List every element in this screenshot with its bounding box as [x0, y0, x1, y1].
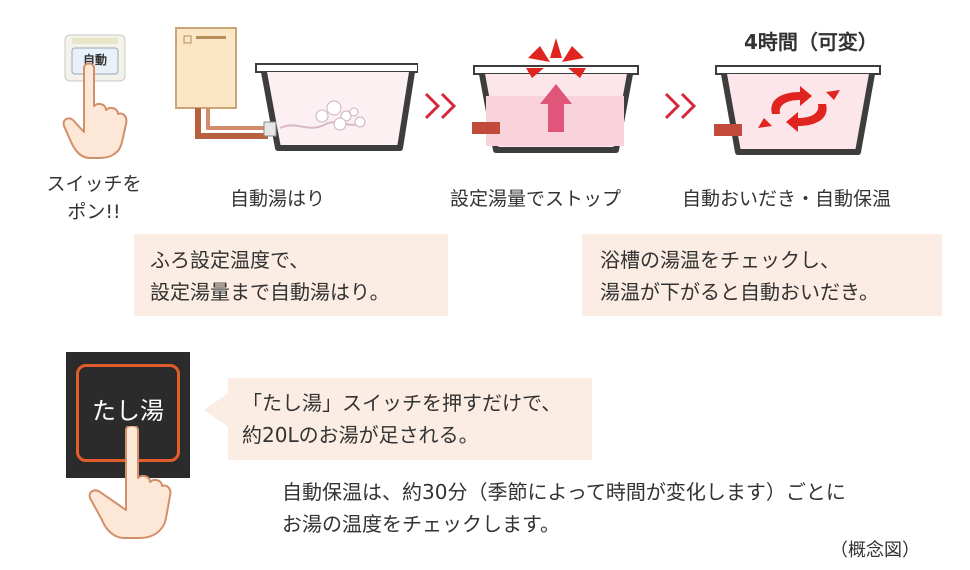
- double-chevron-right-icon: [424, 92, 457, 120]
- tashiyu-bubble-line-2: 約20Lのお湯が足される。: [242, 423, 479, 447]
- keep-warm-note-line-2: お湯の温度をチェックします。: [282, 512, 560, 536]
- switch-caption-line-1: スイッチを: [46, 173, 142, 195]
- tub-reheat-illustration: [714, 65, 881, 155]
- pointing-hand-icon: [88, 426, 172, 539]
- step-caption-stop: 設定湯量でストップ: [450, 188, 622, 210]
- concept-diagram-footnote: （概念図）: [830, 540, 920, 561]
- note-auto-fill-line-2: 設定湯量まで自動湯はり。: [150, 280, 390, 304]
- tub-stop-illustration: [472, 38, 639, 153]
- tashiyu-button[interactable]: たし湯: [76, 364, 180, 462]
- note-auto-reheat-line-1: 浴槽の湯温をチェックし、: [600, 248, 840, 272]
- pointing-hand-icon: [62, 62, 128, 159]
- step-caption-auto-fill: 自動湯はり: [230, 188, 326, 210]
- note-auto-reheat: 浴槽の湯温をチェックし、 湯温が下がると自動おいだき。: [582, 234, 942, 316]
- step-caption-reheat-keep-warm: 自動おいだき・自動保温: [682, 188, 892, 210]
- tashiyu-speech-bubble: 「たし湯」スイッチを押すだけで、 約20Lのお湯が足される。: [228, 378, 592, 460]
- double-chevron-right-icon: [664, 92, 697, 120]
- keep-warm-note-line-1: 自動保温は、約30分（季節によって時間が変化します）ごとに: [282, 480, 846, 504]
- tashiyu-switch-panel: たし湯: [66, 352, 190, 478]
- note-auto-reheat-line-2: 湯温が下がると自動おいだき。: [600, 280, 879, 304]
- note-auto-fill-line-1: ふろ設定温度で、: [150, 248, 310, 272]
- switch-caption-line-2: ポン!!: [67, 201, 121, 223]
- tashiyu-button-label: たし湯: [92, 397, 164, 425]
- switch-caption: スイッチを ポン!!: [34, 170, 154, 226]
- keep-warm-note: 自動保温は、約30分（季節によって時間が変化します）ごとに お湯の温度をチェック…: [282, 476, 846, 540]
- tashiyu-bubble-line-1: 「たし湯」スイッチを押すだけで、: [242, 391, 562, 415]
- keep-warm-duration: 4時間（可変）: [744, 30, 878, 54]
- water-heater-illustration: [175, 27, 418, 151]
- note-auto-fill: ふろ設定温度で、 設定湯量まで自動湯はり。: [134, 234, 448, 316]
- speech-bubble-tail: [204, 392, 230, 428]
